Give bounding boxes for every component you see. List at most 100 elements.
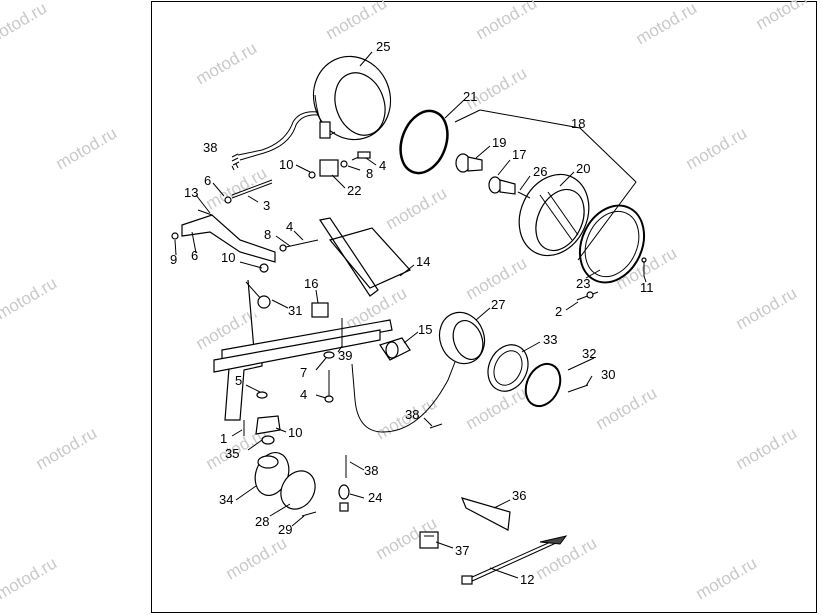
- callout-13: 13: [184, 185, 198, 200]
- callout-18: 18: [571, 116, 585, 131]
- leader-lines: [174, 51, 647, 579]
- part-22-block: [308, 151, 371, 179]
- watermark-layer: motod.ru motod.ru motod.ru motod.ru moto…: [0, 0, 820, 603]
- part-26-fastener: [517, 191, 531, 199]
- callout-9: 9: [170, 252, 177, 267]
- part-30-screw: [567, 384, 589, 393]
- part-29-screw: [301, 511, 317, 517]
- part-28-lens: [280, 470, 316, 510]
- part-38-wire-pins: [231, 153, 240, 171]
- callout-25: 25: [376, 39, 390, 54]
- watermark: motod.ru: [53, 123, 121, 173]
- callout-4: 4: [379, 158, 386, 173]
- part-18-leader-bracket: [454, 109, 637, 261]
- callout-31: 31: [288, 303, 302, 318]
- callout-30: 30: [601, 367, 615, 382]
- watermark: motod.ru: [633, 0, 701, 48]
- part-24-bulb: [338, 484, 350, 512]
- part-16-block: [311, 302, 329, 318]
- callout-22: 22: [347, 183, 361, 198]
- watermark: motod.ru: [463, 383, 531, 433]
- callout-8: 8: [264, 227, 271, 242]
- callout-11: 11: [640, 280, 654, 295]
- callout-35: 35: [225, 446, 239, 461]
- watermark: motod.ru: [593, 383, 661, 433]
- watermark: motod.ru: [383, 183, 451, 233]
- callout-36: 36: [512, 488, 526, 503]
- part-14-light-bar-frame: [213, 217, 411, 421]
- callout-38: 38: [364, 463, 378, 478]
- watermark: motod.ru: [0, 553, 60, 603]
- part-37-connector: [419, 531, 439, 549]
- part-3-bolt: [224, 179, 273, 204]
- watermark: motod.ru: [733, 423, 801, 473]
- part-13-mount-bracket: [171, 209, 276, 263]
- callout-33: 33: [543, 332, 557, 347]
- watermark: motod.ru: [223, 533, 291, 583]
- part-7-washer: [323, 351, 335, 359]
- part-36-strap: [460, 497, 511, 531]
- callout-4: 4: [300, 387, 307, 402]
- part-25-headlamp: [237, 55, 392, 161]
- callout-7: 7: [300, 365, 307, 380]
- watermark: motod.ru: [733, 283, 801, 333]
- callout-10: 10: [221, 250, 235, 265]
- callout-28: 28: [255, 514, 269, 529]
- callout-39: 39: [338, 348, 352, 363]
- watermark: motod.ru: [33, 423, 101, 473]
- part-27-passing-lamp: [351, 311, 486, 433]
- part-35-mount: [255, 415, 281, 445]
- callout-3: 3: [263, 198, 270, 213]
- watermark: motod.ru: [203, 163, 271, 213]
- callout-labels: 25 21 18 19 17 26 20 38 10 4 8 22 6 13 3…: [170, 39, 654, 587]
- callout-16: 16: [304, 276, 318, 291]
- callout-10: 10: [288, 425, 302, 440]
- callout-32: 32: [582, 346, 596, 361]
- callout-38: 38: [203, 140, 217, 155]
- part-5-washer: [256, 391, 268, 399]
- callout-38: 38: [405, 407, 419, 422]
- part-4-bolt: [279, 239, 319, 252]
- part-11-screw: [641, 257, 647, 276]
- part-38-cable-end: [429, 423, 443, 429]
- callout-19: 19: [492, 135, 506, 150]
- part-10-nut: [259, 263, 269, 273]
- callout-14: 14: [416, 254, 430, 269]
- callout-5: 5: [235, 373, 242, 388]
- watermark: motod.ru: [0, 0, 50, 48]
- watermark: motod.ru: [473, 0, 541, 43]
- watermark: motod.ru: [323, 0, 391, 43]
- callout-27: 27: [491, 297, 505, 312]
- callout-29: 29: [278, 522, 292, 537]
- callout-15: 15: [418, 322, 432, 337]
- part-12-cable-tie: [461, 535, 568, 585]
- watermark: motod.ru: [693, 553, 761, 603]
- part-33-lens: [487, 344, 529, 392]
- callout-24: 24: [368, 490, 382, 505]
- callout-34: 34: [219, 492, 233, 507]
- part-21-seal-ring: [399, 109, 449, 175]
- callout-17: 17: [512, 147, 526, 162]
- watermark: motod.ru: [683, 123, 751, 173]
- part-15-clamp: [379, 337, 411, 361]
- callout-8: 8: [366, 166, 373, 181]
- callout-12: 12: [520, 572, 534, 587]
- part-2-screw: [576, 291, 599, 301]
- watermark: motod.ru: [463, 253, 531, 303]
- part-20-lamp-housing: [518, 173, 590, 257]
- callout-26: 26: [533, 164, 547, 179]
- callout-1: 1: [220, 431, 227, 446]
- part-23-bezel: [578, 204, 646, 284]
- callout-20: 20: [576, 161, 590, 176]
- callout-6: 6: [204, 173, 211, 188]
- watermark: motod.ru: [193, 38, 261, 88]
- part-34-lamp-housing: [254, 452, 290, 496]
- callout-23: 23: [576, 276, 590, 291]
- part-17-bulb: [488, 176, 516, 195]
- watermark: motod.ru: [753, 0, 821, 33]
- part-32-trim-ring: [524, 362, 562, 408]
- callout-6: 6: [191, 248, 198, 263]
- callout-21: 21: [463, 89, 477, 104]
- part-4-bolt-lower: [324, 370, 334, 403]
